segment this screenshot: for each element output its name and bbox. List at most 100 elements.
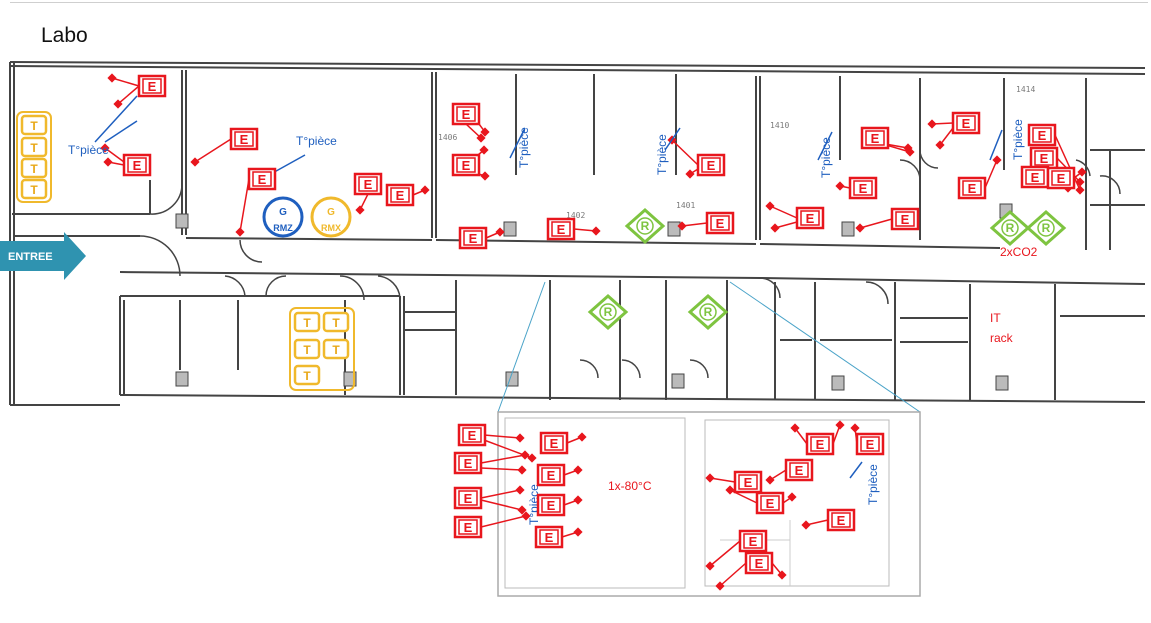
e-sensor-label: E — [464, 491, 473, 506]
connector-line — [939, 127, 954, 146]
e-sensor-label: E — [716, 216, 725, 231]
entrance-arrow-icon — [0, 232, 86, 280]
r-sensor-label: R — [641, 219, 650, 233]
e-sensor-icon — [451, 153, 481, 177]
entrance: ENTREE — [0, 232, 86, 280]
t-sensor-marker: T — [293, 364, 321, 386]
r-sensor-label: R — [1042, 221, 1051, 235]
connector-dot — [573, 465, 583, 475]
connector-line — [111, 77, 140, 87]
connector-dot — [100, 143, 110, 153]
connector-line — [984, 159, 998, 189]
e-sensor-label: E — [364, 177, 373, 192]
connector-line — [117, 85, 140, 105]
handwritten-room-numbers: 1406 1410 1414 1402 1401 — [438, 85, 1035, 220]
e-sensor-icon — [1046, 166, 1076, 190]
e-sensor-icon — [453, 515, 483, 539]
connector-dot — [480, 127, 490, 137]
t-group-outline — [289, 307, 355, 391]
e-sensor-icon — [229, 127, 259, 151]
e-sensor-marker: E — [738, 529, 768, 553]
gauge-rmx: G RMX — [310, 196, 352, 238]
connector-dot — [113, 99, 123, 109]
connector-dot — [355, 205, 365, 215]
e-sensor-label: E — [545, 530, 554, 545]
gauge-label: RMZ — [273, 223, 293, 233]
e-sensor-marker: E — [457, 423, 487, 447]
connector-dot — [573, 527, 583, 537]
connector-dot — [992, 155, 1002, 165]
e-sensor-label: E — [464, 520, 473, 535]
e-sensor-marker: E — [733, 470, 763, 494]
e-sensor-marker: E — [453, 515, 483, 539]
e-sensor-marker: E — [1027, 123, 1057, 147]
connector-line — [719, 562, 747, 587]
t-group-outline — [16, 111, 52, 203]
e-sensor-icon — [353, 172, 383, 196]
gauge-icon — [262, 196, 304, 238]
connector-dot — [787, 492, 797, 502]
e-sensor-label: E — [550, 436, 559, 451]
connector-line — [480, 489, 521, 499]
connector-dot — [765, 201, 775, 211]
connector-dot — [790, 423, 800, 433]
gauge-symbol: G — [279, 207, 287, 218]
t-sensor-marker: T — [20, 157, 48, 179]
r-sensor-marker: R — [687, 293, 729, 331]
r-sensor-marker: R — [1025, 209, 1067, 247]
connector-line — [480, 515, 527, 528]
page-title: Labo — [41, 24, 88, 47]
e-sensor-marker: E — [546, 217, 576, 241]
e-sensor-label: E — [464, 456, 473, 471]
e-sensor-marker: E — [458, 226, 488, 250]
connector-dot — [705, 473, 715, 483]
connector-dot — [777, 570, 787, 580]
e-sensor-marker: E — [1046, 166, 1076, 190]
t-sensor-icon — [20, 136, 48, 158]
e-sensor-marker: E — [860, 126, 890, 150]
t-sensor-marker: T — [20, 114, 48, 136]
e-sensor-marker: E — [353, 172, 383, 196]
t-sensor-icon — [293, 338, 321, 360]
entrance-label: ENTREE — [8, 251, 53, 263]
t-sensor-marker: T — [293, 311, 321, 333]
connector-line — [483, 434, 521, 439]
e-sensor-marker: E — [453, 486, 483, 510]
e-sensor-marker: E — [784, 458, 814, 482]
e-sensor-icon — [855, 432, 885, 456]
room-temp-label: T°pièce — [1011, 119, 1025, 160]
r-sensor-marker: R — [624, 207, 666, 245]
e-sensor-marker: E — [890, 207, 920, 231]
e-sensor-label: E — [744, 475, 753, 490]
e-sensor-icon — [534, 525, 564, 549]
it-rack-label-line2: rack — [990, 331, 1014, 345]
e-sensor-label: E — [469, 231, 478, 246]
room-temp-label: T°pièce — [866, 464, 880, 505]
e-sensor-marker: E — [696, 153, 726, 177]
e-sensor-marker: E — [451, 102, 481, 126]
e-sensor-icon — [951, 111, 981, 135]
connector-dot — [770, 223, 780, 233]
e-sensor-label: E — [1031, 170, 1040, 185]
connector-line — [671, 139, 699, 166]
r-sensor-marker: R — [587, 293, 629, 331]
connector-dot — [935, 140, 945, 150]
connector-dot — [235, 227, 245, 237]
e-sensor-icon — [795, 206, 825, 230]
e-sensor-label: E — [258, 172, 267, 187]
connector-dot — [480, 171, 490, 181]
e-sensor-label: E — [1040, 151, 1049, 166]
e-sensor-marker: E — [755, 491, 785, 515]
connector-line — [794, 427, 808, 445]
e-sensor-marker: E — [1029, 146, 1059, 170]
t-sensor-label: T — [303, 316, 311, 330]
e-sensor-marker: E — [247, 167, 277, 191]
e-sensor-icon — [826, 508, 856, 532]
connector-dot — [927, 119, 937, 129]
t-sensor-label: T — [303, 343, 311, 357]
connector-line — [465, 123, 482, 139]
r-sensor-label: R — [604, 305, 613, 319]
e-sensor-marker: E — [848, 176, 878, 200]
connector-dot — [677, 221, 687, 231]
